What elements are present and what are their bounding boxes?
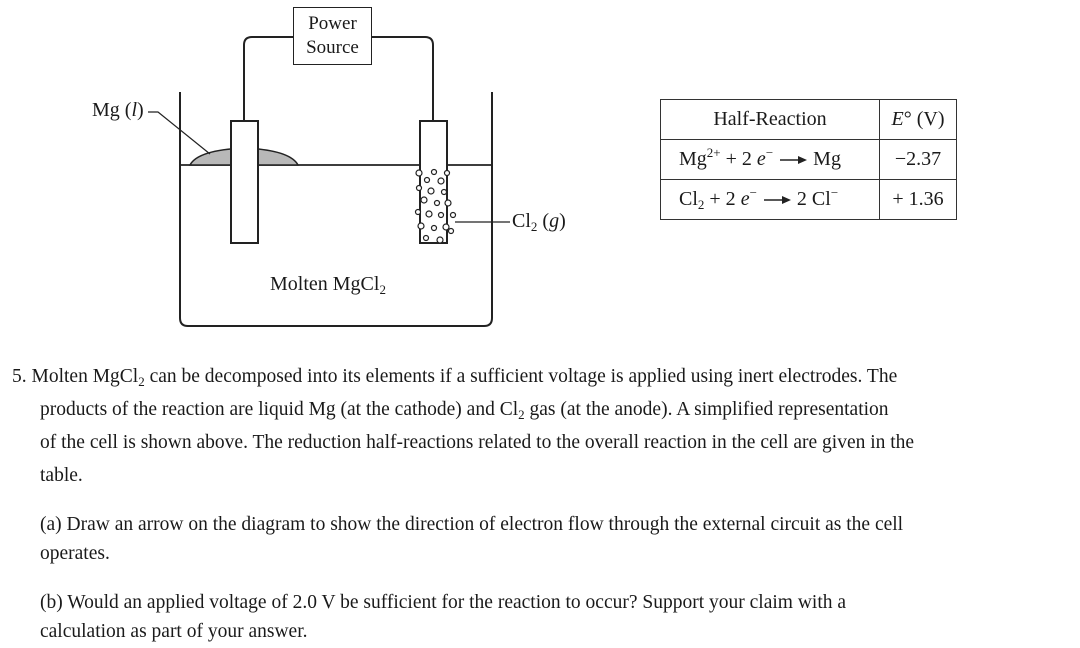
cl2-text: Cl — [512, 210, 531, 232]
chlorine-bubbles — [414, 168, 457, 244]
mg-electron: e — [756, 148, 766, 170]
table-row: Mg2+ + 2 e− Mg −2.37 — [660, 139, 957, 180]
question-line1-a: Molten MgCl — [31, 366, 139, 387]
mg-charge: 2+ — [706, 145, 721, 160]
question-line2-sub: 2 — [518, 407, 525, 422]
cl-product-charge: − — [830, 185, 839, 200]
table-row: Cl2 + 2 e− 2 Cl− + 1.36 — [660, 179, 957, 220]
mg-text: Mg — [92, 99, 120, 121]
part-b: (b) Would an applied voltage of 2.0 V be… — [40, 588, 1060, 646]
question-line2-b: gas (at the anode). A simplified represe… — [524, 399, 889, 420]
mg-leader-line — [148, 111, 211, 155]
question-number: 5. — [12, 366, 27, 387]
power-source-box: Power Source — [293, 7, 372, 65]
part-b-line-1: (b) Would an applied voltage of 2.0 V be… — [40, 592, 847, 613]
table-header-row: Half-Reaction E° (V) — [660, 99, 957, 140]
part-a-line-2: operates. — [40, 543, 110, 564]
cl-species: Cl — [679, 188, 698, 210]
wire-right — [372, 36, 434, 121]
mg-state-text: l — [131, 99, 138, 121]
reaction-arrow-icon — [780, 156, 808, 165]
mg-potential-value: −2.37 — [879, 139, 957, 180]
header-half-reaction: Half-Reaction — [660, 99, 880, 140]
cell-container — [179, 92, 493, 327]
question-line-1: 5. Molten MgCl2 can be decomposed into i… — [12, 360, 1067, 393]
half-reaction-mg: Mg2+ + 2 e− Mg — [660, 139, 880, 180]
cl-electron: e — [740, 188, 750, 210]
cl-subscript: 2 — [697, 197, 705, 212]
molten-text: Molten MgCl — [270, 273, 380, 295]
mg-liquid-label: Mg (l) — [92, 99, 144, 121]
half-reaction-table: Half-Reaction E° (V) Mg2+ + 2 e− Mg −2.3… — [660, 99, 957, 220]
question-line1-b: can be decomposed into its elements if a… — [144, 366, 898, 387]
question-line-3: of the cell is shown above. The reductio… — [40, 432, 915, 453]
question-line-2: products of the reaction are liquid Mg (… — [12, 393, 1067, 426]
mg-species: Mg — [679, 148, 707, 170]
mg-middle: + 2 — [720, 148, 757, 170]
power-source-label-line1: Power — [308, 13, 357, 34]
molten-subscript: 2 — [379, 282, 386, 297]
question-line-4: table. — [40, 465, 83, 486]
power-source-label-line2: Source — [306, 37, 359, 58]
mg-product: Mg — [813, 148, 841, 170]
reaction-arrow-icon — [763, 196, 791, 205]
electrolysis-cell-diagram — [148, 36, 510, 327]
cl-electron-charge: − — [749, 185, 757, 200]
header-e-symbol: E — [891, 108, 904, 130]
part-a: (a) Draw an arrow on the diagram to show… — [40, 510, 1060, 568]
cl2-subscript: 2 — [530, 219, 538, 234]
part-a-line-1: (a) Draw an arrow on the diagram to show… — [40, 514, 904, 535]
cathode-electrode — [230, 120, 259, 244]
mg-electron-charge: − — [765, 145, 774, 160]
question-5: 5. Molten MgCl2 can be decomposed into i… — [12, 360, 1067, 492]
wire-left — [243, 36, 293, 121]
part-b-line-2: calculation as part of your answer. — [40, 621, 308, 642]
half-reaction-cl: Cl2 + 2 e− 2 Cl− — [660, 179, 880, 220]
cl-middle: + 2 — [704, 188, 741, 210]
cl-potential-value: + 1.36 — [879, 179, 957, 220]
cl2-state-text: g — [549, 210, 560, 232]
header-e-unit: ° (V) — [903, 108, 945, 130]
cl2-gas-label: Cl2 (g) — [512, 210, 566, 234]
question-line2-a: products of the reaction are liquid Mg (… — [40, 399, 519, 420]
header-e-potential: E° (V) — [879, 99, 957, 140]
molten-mgcl2-label: Molten MgCl2 — [270, 273, 386, 297]
cl-product: 2 Cl — [796, 188, 831, 210]
question-line1-sub: 2 — [138, 374, 145, 389]
